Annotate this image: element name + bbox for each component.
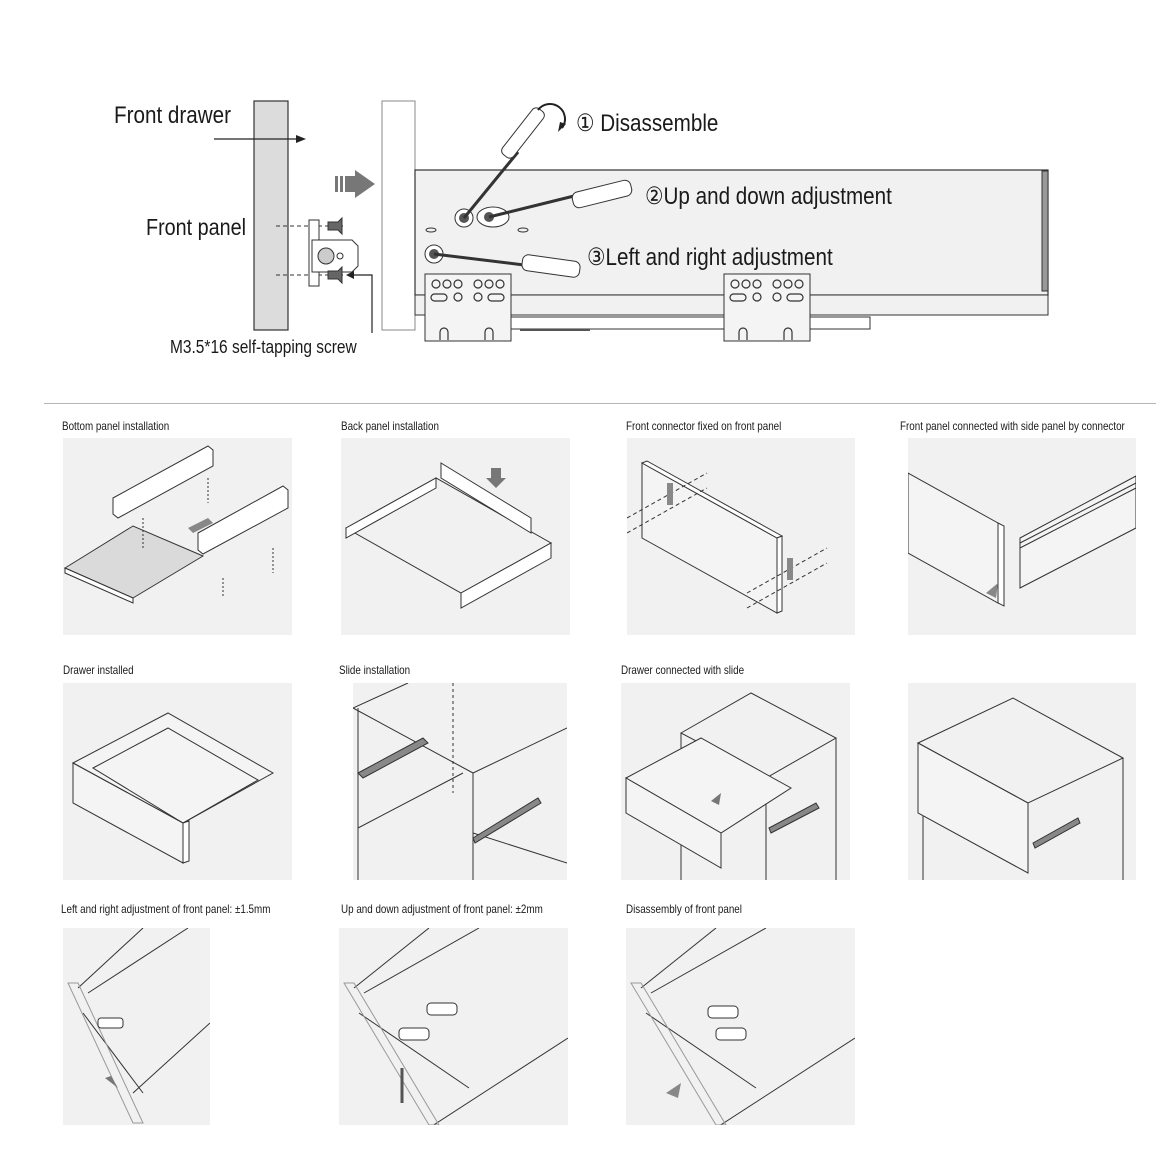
lr-adjust-illustration-icon [67,928,210,1124]
step1-disassemble-label: ① Disassemble [576,110,719,137]
front-drawer-label: Front drawer [114,102,232,129]
section-divider [44,403,1156,404]
step-panel-front-side-connect [908,438,1136,635]
step-title-lr-adjust: Left and right adjustment of front panel… [61,902,271,916]
step-title-ud-adjust: Up and down adjustment of front panel: ±… [341,902,543,916]
step-panel-back-panel [341,438,570,635]
step-panel-disassembly [626,928,855,1125]
step-panel-ud-adjust [339,928,568,1125]
step-panel-drawer-installed [63,683,292,880]
step-title-front-connector: Front connector fixed on front panel [626,419,782,433]
drawer-installed-illustration-icon [71,712,275,864]
step-title-slide-installation: Slide installation [339,663,411,677]
front-panel-label: Front panel [146,214,247,240]
step-title-back-panel: Back panel installation [341,419,439,433]
step-panel-front-connector [627,438,855,635]
step-panel-lr-adjust [63,928,210,1125]
front-connector-illustration-icon [627,460,828,614]
bottom-panel-install-illustration-icon [63,445,289,604]
top-assembly-diagram: Front drawer Front panel M3.5*16 self-ta… [0,0,1170,400]
step3-left-right-label: ③Left and right adjustment [587,244,833,271]
step-title-front-side-connect: Front panel connected with side panel by… [900,419,1125,433]
step-title-drawer-slide-connect: Drawer connected with slide [621,663,745,677]
step-panel-drawer-in-cabinet [908,683,1136,880]
step-title-bottom-panel: Bottom panel installation [62,419,170,433]
screw-label: M3.5*16 self-tapping screw [170,337,357,357]
front-side-connect-illustration-icon [908,472,1136,607]
step2-up-down-label: ②Up and down adjustment [645,183,892,210]
drawer-in-cabinet-illustration-icon [916,697,1125,880]
ud-adjust-illustration-icon [343,928,568,1125]
step-title-disassembly: Disassembly of front panel [626,902,742,916]
drawer-slide-connect-illustration-icon [624,692,838,880]
slide-install-illustration-icon [353,683,567,880]
step-panel-drawer-slide-connect [621,683,850,880]
step-panel-bottom-panel [63,438,292,635]
disassembly-illustration-icon [630,928,855,1125]
step-title-drawer-installed: Drawer installed [63,663,134,677]
step-panel-slide-installation [353,683,567,880]
back-panel-install-illustration-icon [344,462,553,609]
top-drawing-icon [214,100,1049,342]
